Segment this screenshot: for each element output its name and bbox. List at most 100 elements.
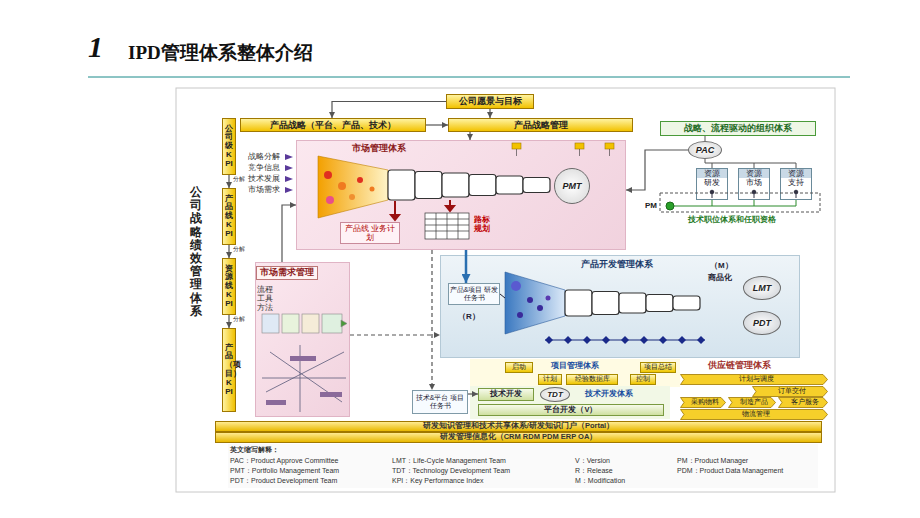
kpi-box: 公司级KPI xyxy=(222,118,236,175)
connector xyxy=(332,102,446,119)
connector xyxy=(228,175,229,188)
project-box: 启动 xyxy=(505,362,533,373)
pipe-segment xyxy=(442,173,469,197)
node-text: 平台开发（V） xyxy=(544,406,597,415)
team-circle: TDT xyxy=(540,387,570,402)
node-text: 资源 xyxy=(697,169,727,178)
node-text: 资源 xyxy=(781,169,811,178)
node-text: 流程 工具 方法 xyxy=(256,285,274,313)
node-text: 启动 xyxy=(512,363,526,371)
label-text: 公司战略绩效管理体系 xyxy=(190,186,202,318)
label-slot: （M） xyxy=(710,261,733,270)
milestone-diamond xyxy=(602,336,610,344)
label-text: 项目管理体系 xyxy=(551,361,599,370)
strategy-bar: 产品战略管理 xyxy=(448,118,633,132)
label-slot: 项目管理体系 xyxy=(551,361,599,370)
node-text: 物流管理 xyxy=(742,410,770,418)
pipe-segment xyxy=(673,296,700,310)
pm-line xyxy=(674,200,796,206)
method-thumbnails xyxy=(262,314,347,333)
input-arrow xyxy=(285,154,293,160)
node-text: 资源线KPI xyxy=(225,265,233,309)
connector xyxy=(465,250,468,283)
node-text: 技术&平台 项目任务书 xyxy=(413,394,467,410)
label-text: 战略分解 xyxy=(248,152,280,161)
chart-lines xyxy=(262,345,346,412)
node-text: 公司级KPI xyxy=(225,125,233,169)
label-text: 分解 xyxy=(233,176,245,183)
label-text: V：Version xyxy=(575,457,610,465)
node-text: LMT xyxy=(753,283,772,293)
node-text: PMT xyxy=(563,181,582,191)
market-funnel xyxy=(318,156,388,218)
connector xyxy=(282,205,296,262)
idea-dot xyxy=(537,305,543,311)
label-text: M：Modification xyxy=(575,477,625,485)
node-text: 客户服务 xyxy=(791,398,819,406)
node-text: 技术开发 xyxy=(490,390,522,399)
team-circle: PAC xyxy=(688,141,722,159)
project-box: 项目总结 xyxy=(640,362,676,373)
connector xyxy=(228,245,229,258)
label-slot: 1 xyxy=(88,30,103,65)
supply-arrow: 采购物料 xyxy=(680,397,726,408)
kpi-box: 产品线KPI xyxy=(222,188,236,245)
node-text: 研发管理信息化（CRM RDM PDM ERP OA） xyxy=(440,433,598,442)
task-box: 产品&项目 研发任务书 xyxy=(448,283,500,305)
team-circle: PMT xyxy=(554,168,590,204)
figure-frame xyxy=(176,88,835,492)
dev-pipe xyxy=(565,290,700,316)
connector xyxy=(489,109,490,118)
node-text: PDT xyxy=(753,318,771,328)
tech-box: 平台开发（V） xyxy=(478,404,664,416)
milestone-diamond xyxy=(659,336,667,344)
node-text: 研发 xyxy=(704,178,720,187)
chart-bar xyxy=(320,392,342,397)
feed-square xyxy=(512,143,521,149)
section-number: 1 xyxy=(88,30,103,65)
label-slot: 技术职位体系和任职资格 xyxy=(688,215,776,224)
label-slot: 市场需求 xyxy=(248,185,280,194)
pipe-segment xyxy=(469,175,496,196)
strategy-bar: 公司愿景与目标 xyxy=(446,94,534,109)
connector xyxy=(469,132,470,140)
chart-bar xyxy=(290,356,316,361)
label-text: 分解 xyxy=(233,316,245,323)
pipe-segment xyxy=(496,176,523,194)
label-slot: R：Release xyxy=(575,467,613,475)
node-text: 产品战略管理 xyxy=(514,120,568,130)
table-frame xyxy=(425,213,469,239)
label-slot: 分解 xyxy=(233,246,245,253)
label-slot: PM：Product Manager xyxy=(677,457,748,465)
idea-dot xyxy=(324,171,332,179)
label-text: 英文缩写解释： xyxy=(230,446,279,454)
label-text: 竞争信息 xyxy=(248,163,280,172)
label-text: 技术开发体系 xyxy=(585,389,633,398)
page-title: IPD管理体系整体介绍 xyxy=(128,42,313,64)
label-slot: PDM：Product Data Management xyxy=(677,467,783,475)
pipe-segment xyxy=(565,290,592,316)
connector xyxy=(431,250,432,390)
input-arrow xyxy=(285,165,293,171)
idea-dot xyxy=(338,182,346,190)
label-slot: 技术开发体系 xyxy=(585,389,633,398)
chevron-outline xyxy=(779,398,828,408)
pipe-segment xyxy=(523,178,550,193)
flow-arrow xyxy=(449,200,451,206)
pipe-segment xyxy=(388,170,415,200)
idea-dot xyxy=(349,194,355,200)
project-band xyxy=(470,359,680,387)
region-panel: 产品开发管理体系产品&项目 研发任务书LMTPDT xyxy=(440,255,800,358)
idea-dot xyxy=(357,177,363,183)
connector xyxy=(426,124,448,125)
arrow-head xyxy=(446,206,454,211)
node-text: 市场管理体系 xyxy=(352,143,406,153)
chevron-outline xyxy=(681,410,828,420)
node-text: TDT xyxy=(547,390,563,399)
idea-dot xyxy=(370,187,375,192)
label-text: 供应链管理体系 xyxy=(708,361,771,371)
chain-line xyxy=(545,339,705,340)
input-arrows xyxy=(285,154,293,193)
